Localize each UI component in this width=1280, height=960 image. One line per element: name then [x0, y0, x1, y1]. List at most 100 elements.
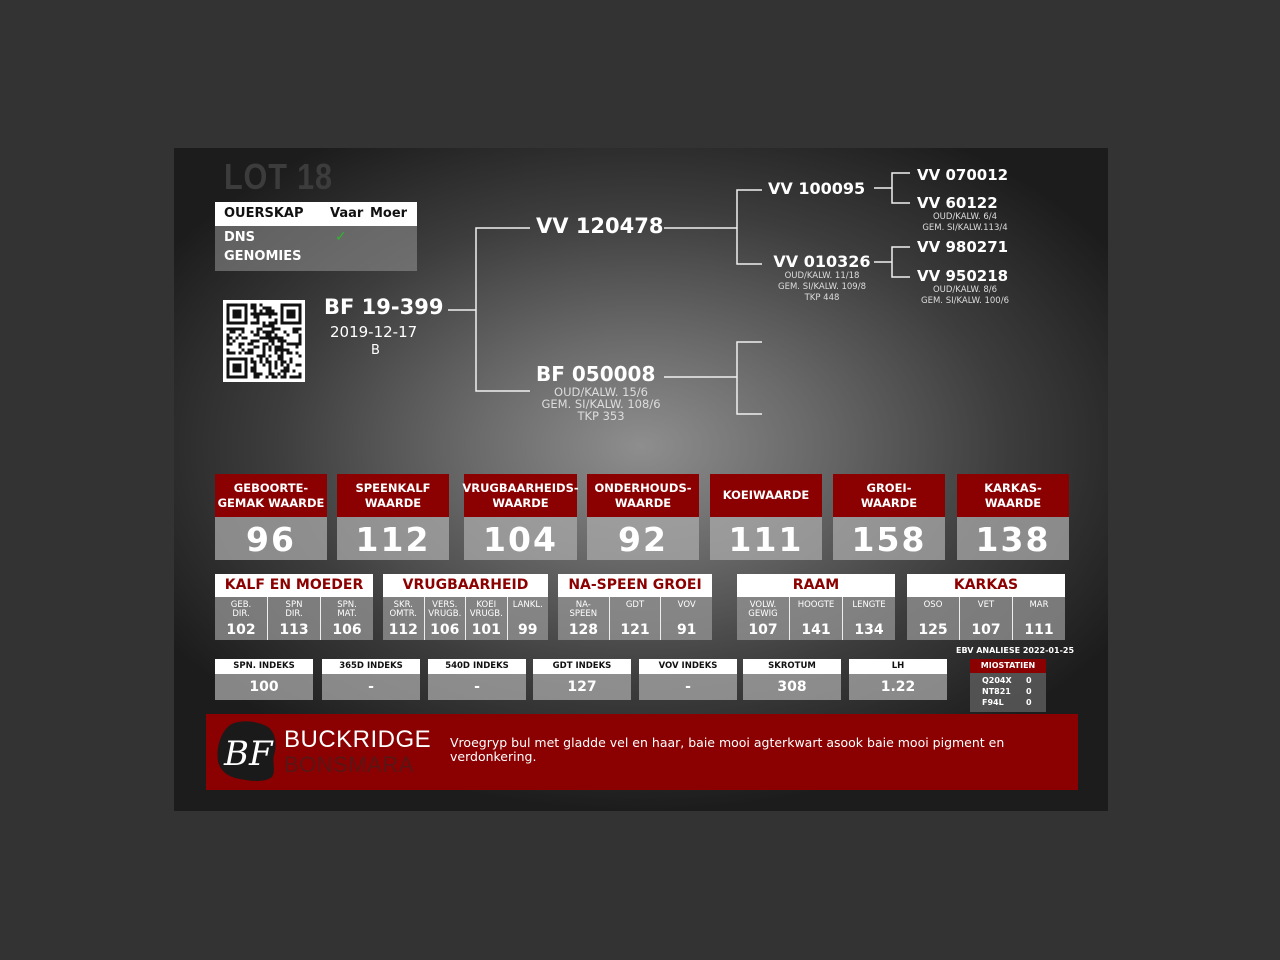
trait-value: 101	[471, 622, 501, 638]
trait-label-line: VOLW.	[749, 600, 777, 610]
index-label: VOV INDEKS	[639, 659, 737, 674]
trait-cell: SKR.OMTR.112	[383, 597, 425, 640]
ebv-analysis-date: EBV ANALIESE 2022-01-25	[956, 646, 1075, 655]
index-label: 540D INDEKS	[428, 659, 526, 674]
trait-label-line: KOEI	[476, 600, 497, 610]
trait-label: NA-SPEEN	[558, 601, 609, 619]
sire-name: VV 120478	[536, 214, 664, 238]
pedigree-lines	[448, 172, 910, 415]
bull-birth-date: 2019-12-17	[330, 323, 418, 341]
value-box-label: ONDERHOUDS-	[594, 480, 692, 495]
ss-dam-name: VV 60122	[917, 194, 998, 212]
miostatien-value: 0	[1026, 687, 1032, 696]
sire-dam-line: GEM. SI/KALW. 109/8	[778, 282, 866, 292]
qr-code-icon[interactable]	[223, 300, 305, 382]
trait-cell: GEB.DIR.102	[215, 597, 268, 640]
check-icon: ✓	[335, 229, 347, 245]
trait-label: SPN.MAT.	[321, 601, 373, 619]
trait-label: OSO	[907, 601, 959, 610]
value-box-value: 138	[957, 517, 1069, 560]
miostatien-code: Q204X	[982, 676, 1012, 685]
index-label: GDT INDEKS	[533, 659, 631, 674]
trait-label-line: OMTR.	[389, 609, 418, 619]
trait-value: 106	[332, 622, 362, 638]
trait-label: GDT	[610, 601, 661, 610]
group-title: VRUGBAARHEID	[383, 574, 548, 597]
ss-dam-block: VV 60122 OUD/KALW. 6/4 GEM. SI/KALW.113/…	[910, 194, 1020, 234]
value-box-header: ONDERHOUDS-WAARDE	[587, 474, 699, 517]
bull-code: B	[371, 343, 380, 358]
value-box-label: WAARDE	[984, 495, 1042, 510]
value-box-header: KARKAS-WAARDE	[957, 474, 1069, 517]
value-box-value: 96	[215, 517, 327, 560]
trait-label-line: VET	[977, 600, 995, 610]
trait-label: SKR.OMTR.	[383, 601, 424, 619]
trait-label: VERS.VRUGB.	[425, 601, 466, 619]
bull-id: BF 19-399	[324, 295, 444, 319]
sire-dam-line: OUD/KALW. 11/18	[784, 271, 860, 281]
index-value: 308	[743, 674, 841, 700]
trait-label-line: GEB.	[230, 600, 252, 610]
trait-label-line: LANKL.	[512, 600, 543, 610]
trait-value: 125	[918, 622, 948, 638]
trait-cell: VET 107	[960, 597, 1013, 640]
index-value: 100	[215, 674, 313, 700]
value-box-label: GROEI-	[866, 480, 912, 495]
trait-label-line: HOOGTE	[797, 600, 835, 610]
index-box: 365D INDEKS -	[322, 659, 420, 700]
value-box-value: 112	[337, 517, 449, 560]
value-box-geboortegemak: GEBOORTE-GEMAK WAARDE 96	[215, 474, 327, 560]
trait-value: 91	[676, 622, 697, 638]
index-box: SKROTUM 308	[743, 659, 841, 700]
sd-sire-name: VV 980271	[917, 238, 1009, 256]
dam-line: TKP 353	[577, 409, 625, 423]
index-value: 1.22	[849, 674, 947, 700]
sd-dam-line: OUD/KALW. 8/6	[932, 285, 998, 295]
miostatien-title: MIOSTATIEN	[970, 659, 1046, 673]
trait-value: 134	[854, 622, 884, 638]
index-value: -	[428, 674, 526, 700]
trait-label-line: NA-	[575, 600, 591, 610]
value-box-label: KARKAS-	[984, 480, 1042, 495]
ss-dam-line: GEM. SI/KALW.113/4	[922, 223, 1008, 233]
sd-dam-name: VV 950218	[917, 267, 1009, 285]
brand-subname: BONSMARA	[284, 752, 414, 777]
parentage-header: OUERSKAP Vaar Moer	[215, 202, 417, 226]
trait-label: VOLW.GEWIG	[737, 601, 789, 619]
miostatien-code: F94L	[982, 698, 1004, 707]
brand-logo-icon: BF	[216, 719, 278, 783]
trait-label-line: MAT.	[337, 609, 357, 619]
trait-label: MAR	[1013, 601, 1065, 610]
trait-label: GEB.DIR.	[215, 601, 267, 619]
ss-dam-line: OUD/KALW. 6/4	[932, 212, 998, 222]
trait-value: 113	[279, 622, 309, 638]
sd-dam-block: VV 950218 OUD/KALW. 8/6 GEM. SI/KALW. 10…	[910, 267, 1020, 307]
trait-label-line: SKR.	[393, 600, 413, 610]
sire-sire-name: VV 100095	[768, 179, 866, 198]
trait-cell: VERS.VRUGB. 106	[425, 597, 466, 640]
parentage-col-vaar: Vaar	[330, 206, 364, 221]
parentage-col-moer: Moer	[370, 206, 408, 221]
trait-cell: LANKL.99	[508, 597, 549, 640]
group-title: RAAM	[737, 574, 895, 597]
index-box: LH 1.22	[849, 659, 947, 700]
index-value: -	[322, 674, 420, 700]
trait-cell: OSO 125	[907, 597, 960, 640]
trait-value: 106	[430, 622, 460, 638]
value-box-label: WAARDE	[614, 495, 672, 510]
trait-value: 107	[971, 622, 1001, 638]
value-box-header: KOEIWAARDE	[710, 474, 822, 517]
trait-value: 107	[748, 622, 778, 638]
dam-block: BF 050008 OUD/KALW. 15/6 GEM. SI/KALW. 1…	[526, 362, 661, 422]
